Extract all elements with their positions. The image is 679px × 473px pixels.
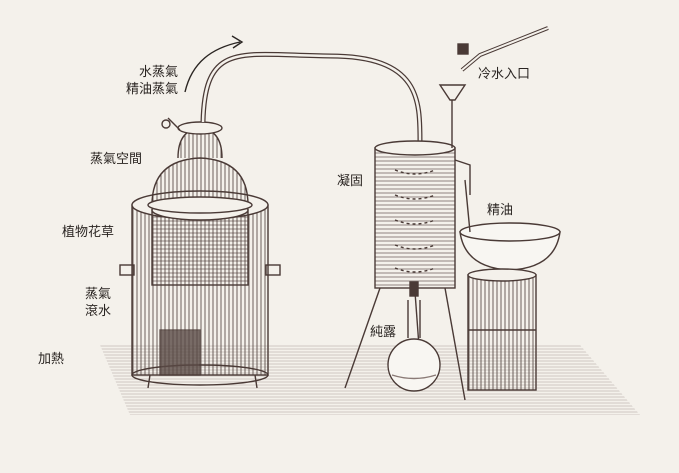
flow-arrow — [184, 41, 241, 93]
vapor-pipe — [200, 51, 423, 143]
label-cold-water-in: 冷水入口 — [478, 66, 530, 83]
label-hydrosol-text: 純露 — [370, 325, 397, 340]
label-boiling-line1: 蒸氣 — [85, 287, 112, 302]
label-steam-space: 蒸氣空間 — [90, 151, 142, 168]
label-hydrosol: 純露 — [370, 324, 396, 341]
label-heat-text: 加熱 — [38, 352, 65, 367]
label-essential-oil-text: 精油 — [487, 203, 514, 218]
cold-water-inlet — [438, 26, 549, 148]
label-plants-text: 植物花草 — [62, 225, 115, 240]
label-steam-out: 水蒸氣 精油蒸氣 — [108, 64, 178, 98]
label-essential-oil: 精油 — [487, 202, 513, 219]
oil-separator — [459, 179, 561, 391]
label-steam-space-text: 蒸氣空間 — [90, 152, 143, 167]
label-condense: 凝固 — [337, 173, 363, 190]
condenser — [344, 140, 471, 401]
label-boiling-line2: 滾水 — [85, 304, 112, 319]
label-condense-text: 凝固 — [337, 174, 364, 189]
receiving-flask — [387, 300, 441, 392]
label-heat: 加熱 — [38, 351, 64, 368]
label-cold-water-in-text: 冷水入口 — [478, 67, 531, 82]
still — [119, 117, 281, 389]
label-plants: 植物花草 — [62, 224, 114, 241]
label-boiling: 蒸氣 滾水 — [85, 286, 111, 320]
label-steam-out-line2: 精油蒸氣 — [125, 82, 178, 97]
label-steam-out-line1: 水蒸氣 — [138, 65, 178, 80]
